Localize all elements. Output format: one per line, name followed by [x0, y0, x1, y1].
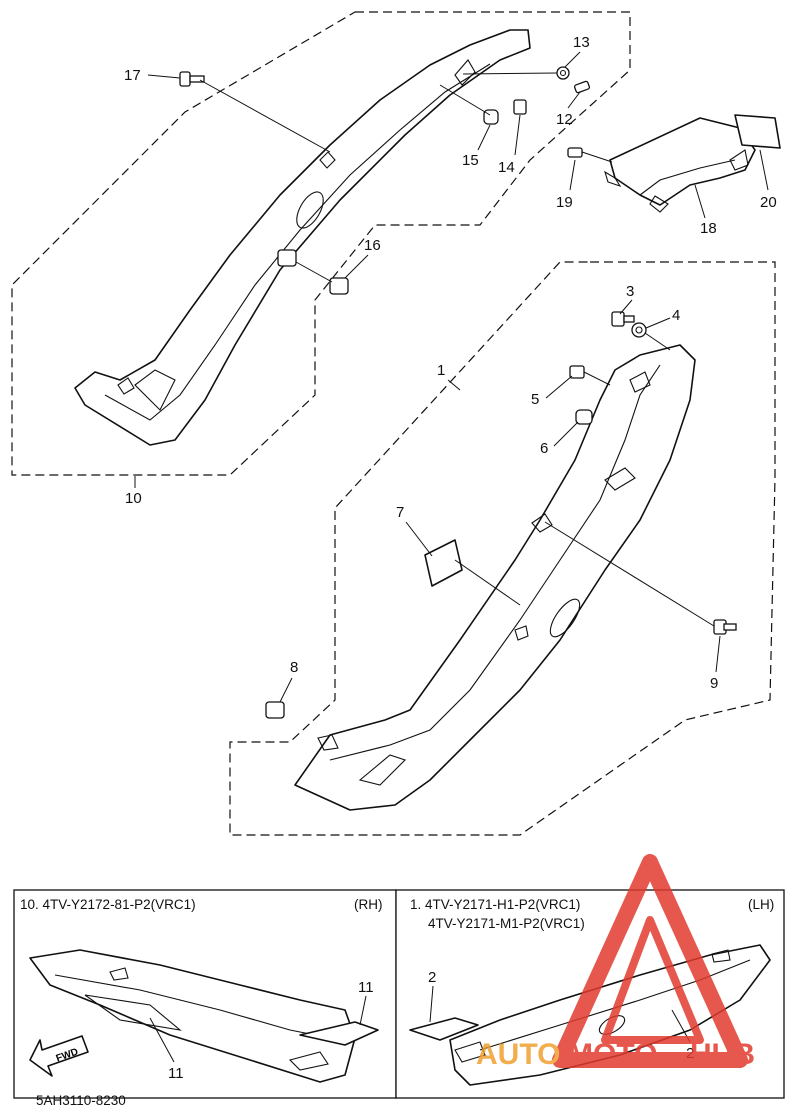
callout-20: 20 [760, 194, 777, 211]
callout-13: 13 [573, 34, 590, 51]
callout-14: 14 [498, 159, 515, 176]
watermark-text-c: HUB [690, 1038, 755, 1071]
callout-15: 15 [462, 152, 479, 169]
inset-rh-side: (RH) [354, 897, 383, 912]
inset-rh-cover [29, 949, 379, 1083]
screw-12 [573, 80, 591, 94]
clip-6 [575, 409, 593, 425]
callout-8: 8 [290, 659, 298, 676]
watermark-triangle-icon [552, 854, 748, 1068]
nut-13 [556, 66, 570, 80]
diagram-code: 5AH3110-8230 [36, 1093, 126, 1108]
inset-lh-part-line-1: 1. 4TV-Y2171-H1-P2(VRC1) [410, 897, 580, 912]
screw-19 [567, 147, 583, 158]
callout-12: 12 [556, 111, 573, 128]
grommet-16a [277, 249, 297, 267]
bolt-3 [611, 311, 635, 327]
automotohub-watermark: AUTO MOTO HUB [476, 854, 755, 1071]
callout-6: 6 [540, 440, 548, 457]
inset-rh-label-b: 11 [168, 1065, 184, 1082]
callout-1: 1 [437, 362, 445, 379]
group-outline-1 [229, 261, 776, 836]
watermark-text-b: MOTO [568, 1038, 657, 1071]
inset-lh-side: (LH) [748, 897, 774, 912]
bolt-9 [713, 619, 737, 635]
callout-4: 4 [672, 307, 680, 324]
side-cover-lh [294, 344, 696, 811]
callout-7: 7 [396, 504, 404, 521]
callout-16: 16 [364, 237, 381, 254]
bolt-17 [179, 71, 205, 87]
tail-cover-18 [604, 117, 756, 213]
callout-5: 5 [531, 391, 539, 408]
reflector-20 [734, 114, 781, 149]
inset-lh-label-a: 2 [428, 969, 436, 986]
inset-rh-label-a: 11 [358, 979, 374, 996]
inset-lh-part-line-2: 4TV-Y2171-M1-P2(VRC1) [428, 916, 585, 931]
grommet-16b [329, 277, 349, 295]
decal-7 [424, 539, 463, 587]
group-outline-10 [11, 11, 631, 476]
callout-18: 18 [700, 220, 717, 237]
inset-rh-part-line: 10. 4TV-Y2172-81-P2(VRC1) [20, 897, 196, 912]
callout-17: 17 [124, 67, 141, 84]
callout-9: 9 [710, 675, 718, 692]
callout-19: 19 [556, 194, 573, 211]
clip-14 [513, 99, 527, 115]
grommet-8 [265, 701, 285, 719]
inset-lh-cover [409, 944, 771, 1086]
watermark-text-a: AUTO [476, 1038, 560, 1071]
callout-10: 10 [125, 490, 142, 507]
side-cover-rh [74, 29, 531, 446]
callout-3: 3 [626, 283, 634, 300]
washer-4 [631, 322, 647, 338]
